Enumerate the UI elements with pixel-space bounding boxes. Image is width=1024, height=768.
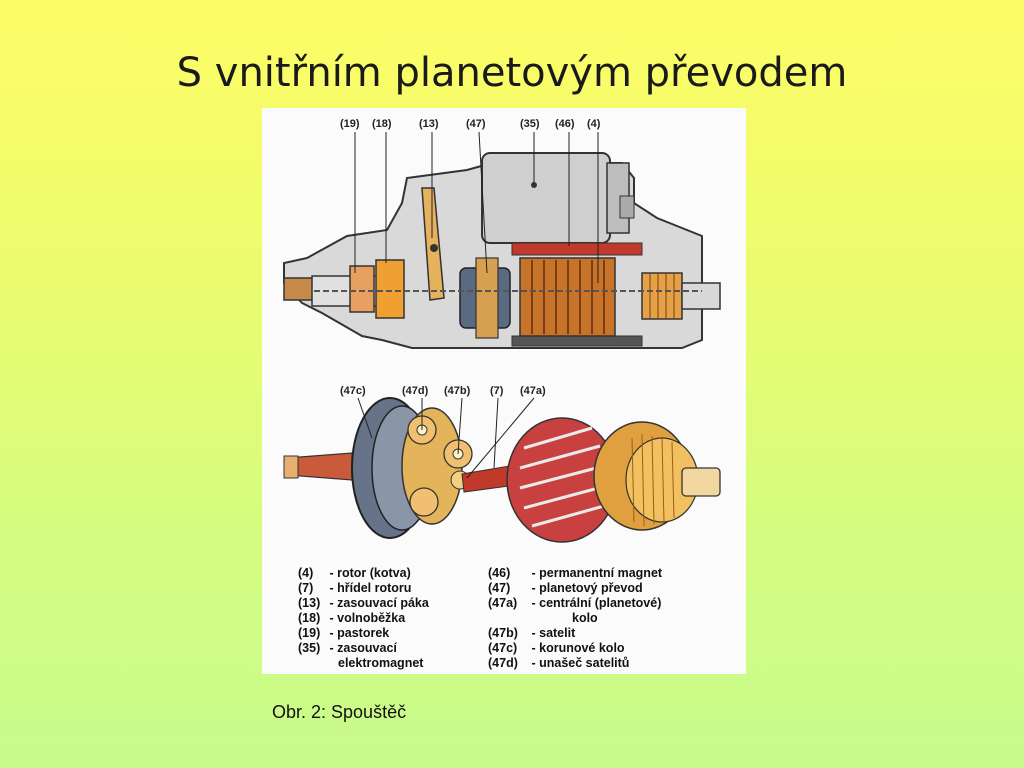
legend-item: (18) - volnoběžka	[298, 611, 406, 625]
callout-47b: (47b)	[444, 385, 471, 397]
callout-47c: (47c)	[340, 385, 366, 397]
legend-item: (47d) - unašeč satelitů	[488, 656, 630, 670]
starter-housing	[283, 152, 721, 349]
legend-item: (4) - rotor (kotva)	[298, 566, 411, 580]
callout-47d: (47d)	[402, 385, 429, 397]
callout-47a: (47a)	[520, 385, 546, 397]
figure-caption: Obr. 2: Spouštěč	[272, 702, 407, 722]
legend-item: (47b) - satelit	[488, 626, 576, 640]
callout-47: (47)	[466, 118, 486, 130]
callout-13: (13)	[419, 118, 439, 130]
callout-19: (19)	[340, 118, 360, 130]
starter-illustration	[283, 131, 721, 543]
callout-46: (46)	[555, 118, 575, 130]
legend-item: (19) - pastorek	[298, 626, 390, 640]
legend-left: (4) - rotor (kotva) (7) - hřídel rotoru …	[298, 566, 429, 671]
callout-4: (4)	[587, 118, 601, 130]
callout-7: (7)	[490, 385, 504, 397]
starter-diagram: (19) (18) (13) (47) (35) (46) (4) (47c) …	[262, 108, 746, 674]
legend-item: (13) - zasouvací páka	[298, 596, 429, 610]
planetary-gear-exploded	[283, 397, 721, 543]
callout-18: (18)	[372, 118, 392, 130]
legend-item: elektromagnet	[338, 656, 424, 670]
callout-35: (35)	[520, 118, 540, 130]
legend-item: (47) - planetový převod	[488, 581, 643, 595]
legend-right: (46) - permanentní magnet (47) - planeto…	[488, 566, 662, 671]
legend-item: (46) - permanentní magnet	[488, 566, 663, 580]
legend-item: (47a) - centrální (planetové)	[488, 596, 662, 610]
legend-item: (7) - hřídel rotoru	[298, 581, 412, 595]
legend-item: (47c) - korunové kolo	[488, 641, 625, 655]
legend-item: kolo	[572, 611, 598, 625]
legend-item: (35) - zasouvací	[298, 641, 397, 655]
slide-title: S vnitřním planetovým převodem	[176, 50, 848, 96]
